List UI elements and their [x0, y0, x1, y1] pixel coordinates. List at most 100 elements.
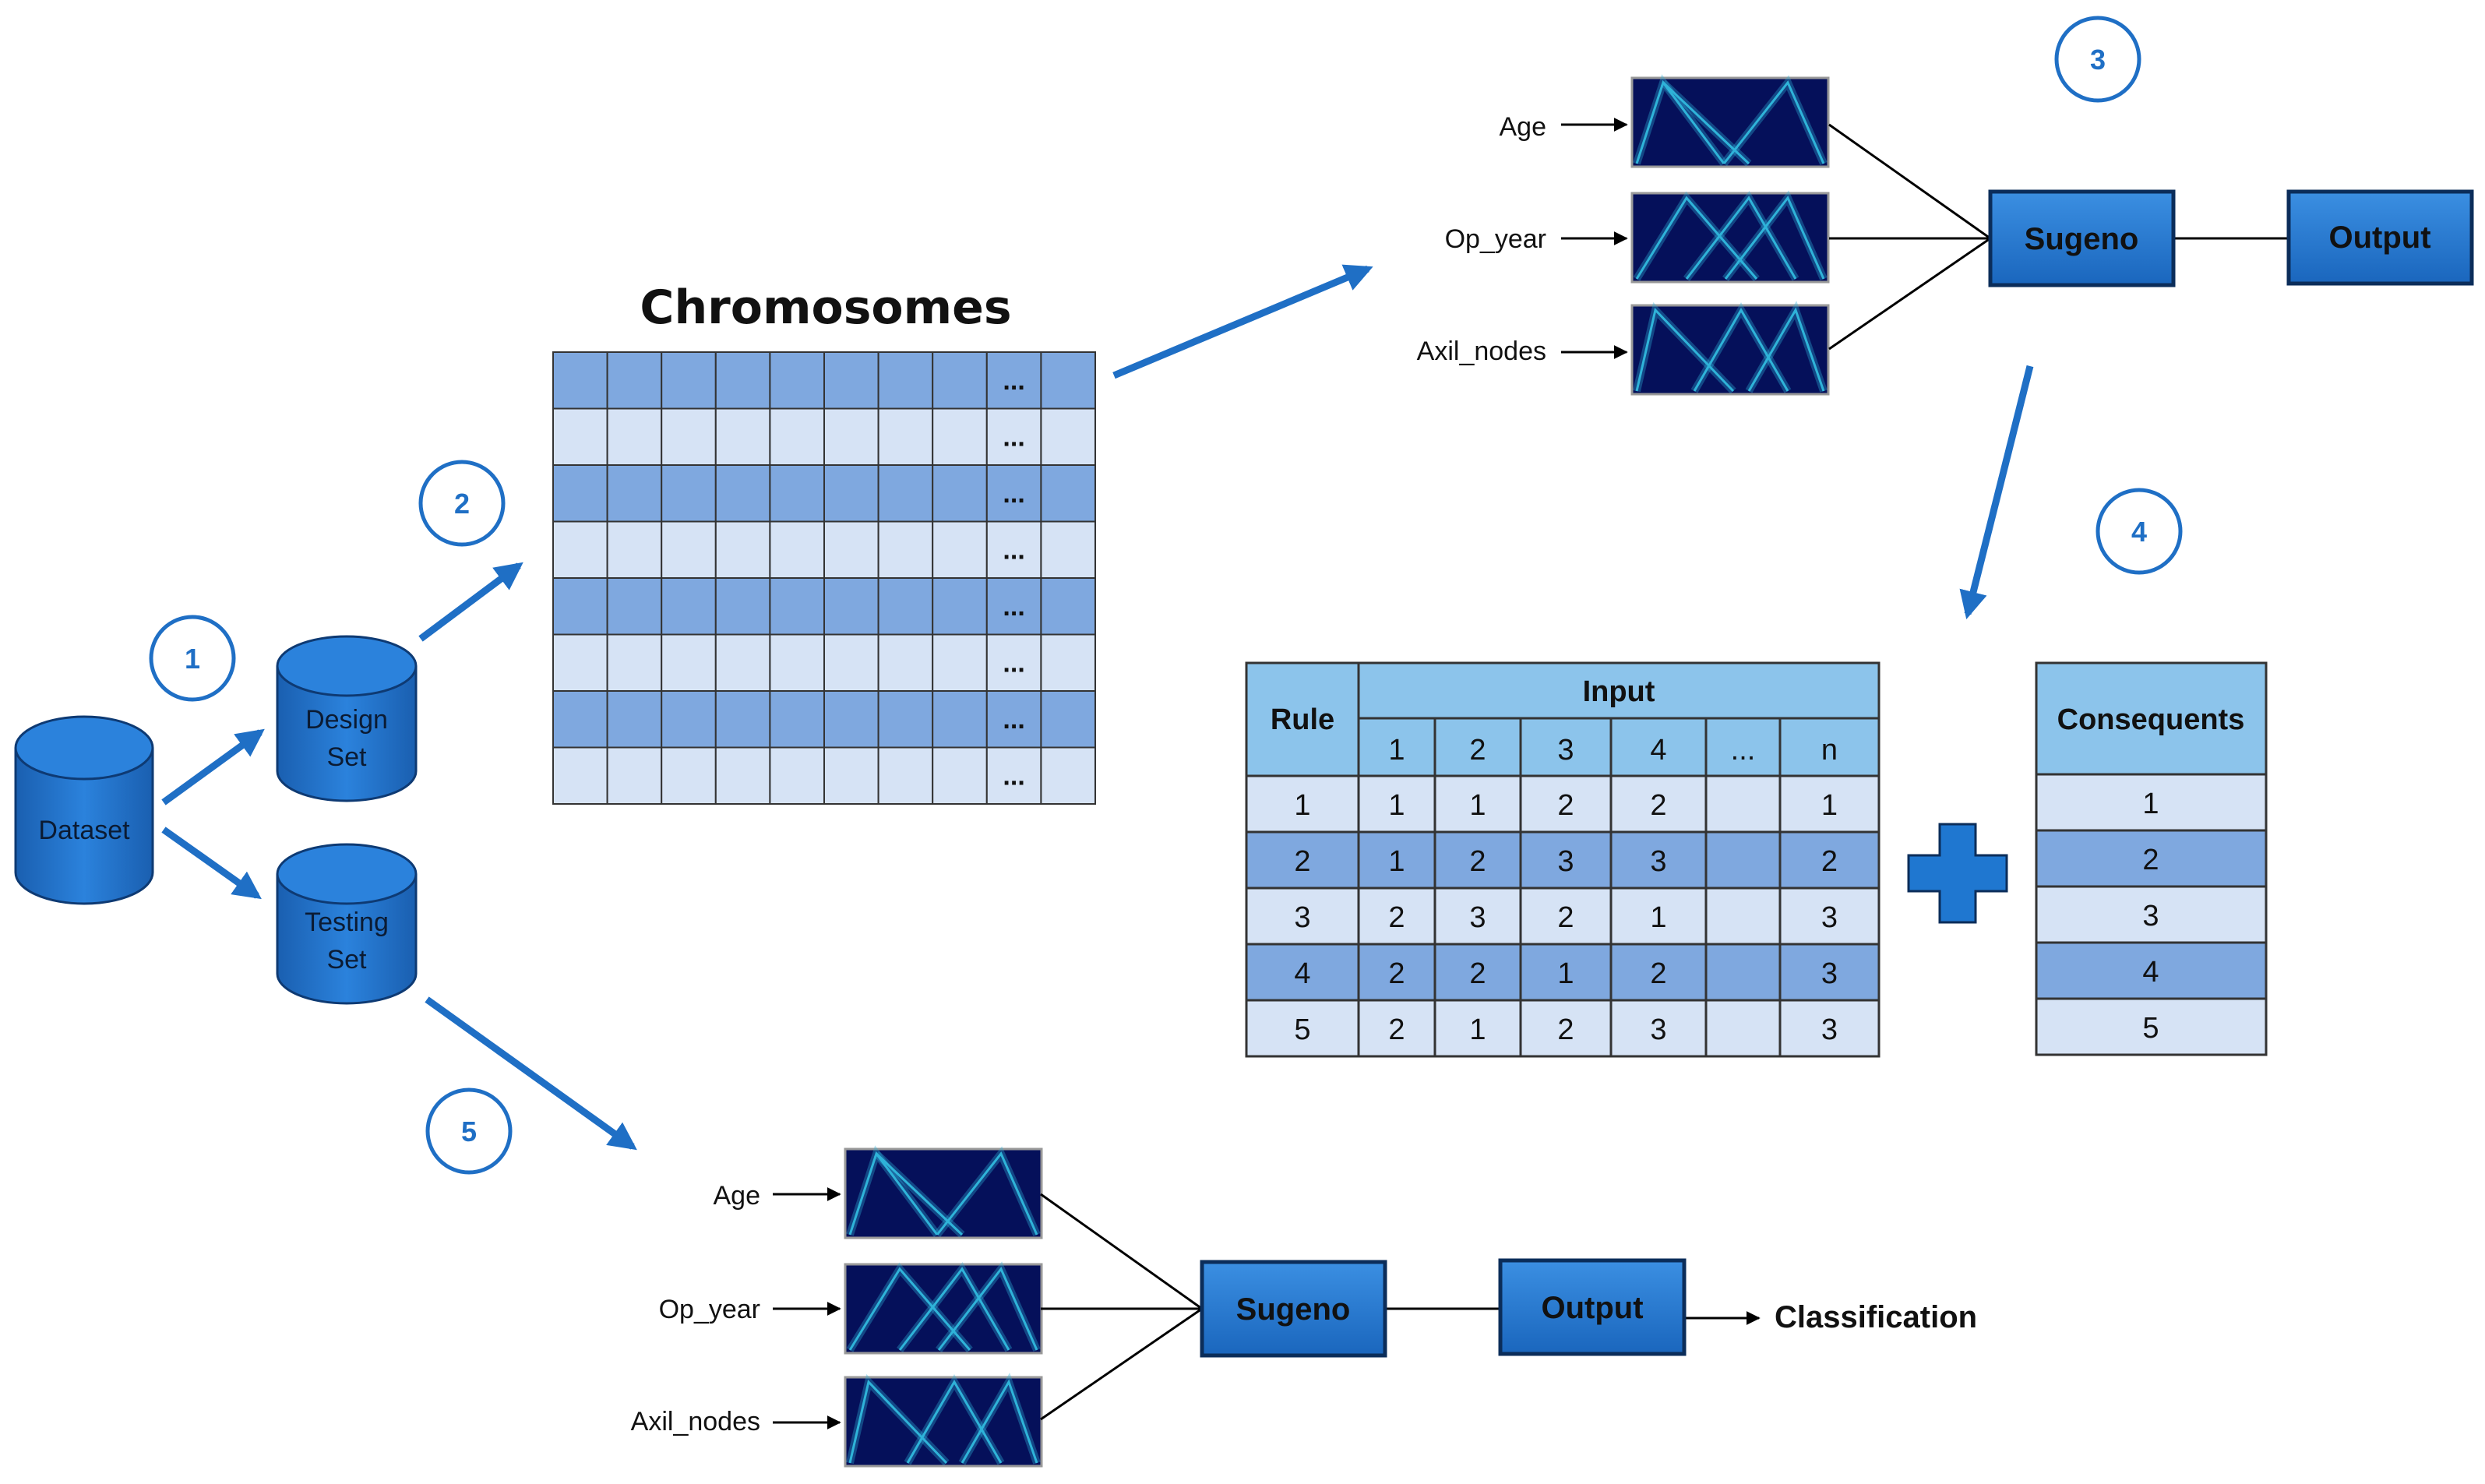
chromosome-cell: [932, 746, 988, 805]
rule-column-header: 4: [1650, 734, 1666, 767]
sugeno-label-top: Sugeno: [2025, 222, 2139, 256]
mf-panel: [1630, 192, 1830, 284]
chromosome-cell: [823, 520, 879, 579]
consequent-cell: 2: [2142, 844, 2159, 876]
chromosome-cell: [606, 520, 663, 579]
rule-cell: 3: [1650, 1013, 1666, 1046]
chromosome-cell: [552, 633, 608, 692]
chromosome-ellipsis: ...: [1003, 479, 1024, 509]
rule-cell: 1: [1650, 901, 1666, 934]
input-header: Input: [1583, 675, 1655, 708]
chromosome-cell: [552, 351, 608, 410]
output-box-bottom: Output: [1498, 1258, 1687, 1356]
mf-curve: [848, 1379, 948, 1465]
step-circles: 1 2 3 4 5: [149, 16, 2183, 1175]
step-5-label: 5: [461, 1116, 477, 1147]
membership-function-op-year: [1630, 190, 1830, 284]
rule-row: [1245, 887, 1880, 946]
chromosome-cell: [823, 407, 879, 466]
chromosome-cell: [769, 746, 826, 805]
step-1: 1: [149, 615, 236, 702]
mf-curve: [1635, 196, 1758, 280]
arrow-dataset-to-testing: [161, 827, 262, 900]
chromosome-cell: [1040, 577, 1097, 636]
rule-row: [1245, 999, 1880, 1058]
testing-set-label-1: Testing: [305, 908, 389, 937]
input-label-op-year-bottom: Op_year: [659, 1295, 760, 1324]
chromosome-cell: [661, 690, 717, 749]
mf-curve: [1722, 80, 1825, 164]
chromosome-cell: [932, 464, 988, 523]
chromosome-cell: [661, 633, 717, 692]
chromosome-cell: [932, 577, 988, 636]
output-label-top: Output: [2328, 220, 2430, 255]
chromosome-cell: [606, 577, 663, 636]
chromosome-cell: [606, 690, 663, 749]
rule-cell: 2: [1469, 845, 1486, 878]
mf-curve: [961, 1379, 1038, 1464]
chromosome-cell: [877, 577, 934, 636]
output-box-top: Output: [2286, 189, 2474, 286]
chromosome-cell: [932, 407, 988, 466]
rule-cell: 1: [1388, 845, 1405, 878]
rule-cell: 3: [1650, 845, 1666, 878]
step-2-label: 2: [454, 488, 470, 520]
rule-cell: 3: [1821, 901, 1838, 934]
chromosome-cell: [769, 520, 826, 579]
chromosome-cell: [1040, 464, 1097, 523]
output-label-bottom: Output: [1541, 1291, 1643, 1325]
chromosome-cell: [552, 746, 608, 805]
chromosome-cell: [1040, 407, 1097, 466]
chromosome-cell: [661, 520, 717, 579]
chromosome-cell: [877, 690, 934, 749]
mf-curve: [898, 1267, 1010, 1351]
chromosome-cell: [661, 577, 717, 636]
chromosome-ellipsis: ...: [1003, 762, 1024, 791]
fis-top: Age Op_year Axil_nodes Sugeno Output: [1417, 74, 2474, 396]
mf-panel: [844, 1147, 1043, 1239]
mf-curve: [848, 1267, 971, 1351]
input-label-axil-nodes-bottom: Axil_nodes: [631, 1407, 760, 1436]
consequents-header: Consequents: [2057, 703, 2245, 736]
chromosome-cell: [606, 633, 663, 692]
membership-function-op-year-bottom: [844, 1261, 1043, 1355]
chromosome-cell: [985, 520, 1042, 579]
consequent-cell: 1: [2142, 788, 2159, 820]
arrow-chromosomes-to-fis: [1112, 264, 1373, 379]
consequent-row: [2035, 829, 2268, 888]
rule-cell: 2: [1821, 845, 1838, 878]
page-title: Chromosomes: [640, 280, 1012, 335]
mf-curve: [937, 1267, 1038, 1351]
rule-cell: 1: [1294, 789, 1310, 822]
step-3-label: 3: [2090, 44, 2106, 76]
fis-bottom: Age Op_year Axil_nodes Sugeno Output Cla…: [631, 1145, 1977, 1468]
input-label-age-bottom: Age: [714, 1181, 761, 1211]
step-3: 3: [2054, 16, 2141, 103]
chromosome-cell: [769, 690, 826, 749]
sugeno-box-bottom: Sugeno: [1200, 1260, 1387, 1358]
chromosome-ellipsis: ...: [1003, 366, 1024, 396]
rule-cell: 1: [1557, 957, 1574, 990]
rule-cell: 2: [1388, 1013, 1405, 1046]
chromosome-cell: [552, 577, 608, 636]
chromosome-cell: [769, 351, 826, 410]
rule-cell: 2: [1650, 789, 1666, 822]
chromosome-cell: [714, 633, 771, 692]
design-set-cylinder: Design Set: [276, 635, 418, 802]
membership-function-age: [1630, 74, 1830, 168]
chromosome-cell: [985, 690, 1042, 749]
step-4-label: 4: [2131, 516, 2147, 548]
rule-cell: 2: [1469, 957, 1486, 990]
mf-curve: [1724, 196, 1825, 280]
arrow-testing-to-fis: [425, 996, 637, 1151]
rule-column-header: 1: [1388, 734, 1405, 767]
chromosome-cell: [932, 520, 988, 579]
chromosome-cell: [769, 407, 826, 466]
rule-cell: 1: [1469, 1013, 1486, 1046]
rule-cell: 2: [1557, 1013, 1574, 1046]
chromosome-cell: [823, 633, 879, 692]
chromosome-ellipsis: ...: [1003, 649, 1024, 679]
chromosome-cell: [877, 633, 934, 692]
chromosome-cell: [1040, 690, 1097, 749]
